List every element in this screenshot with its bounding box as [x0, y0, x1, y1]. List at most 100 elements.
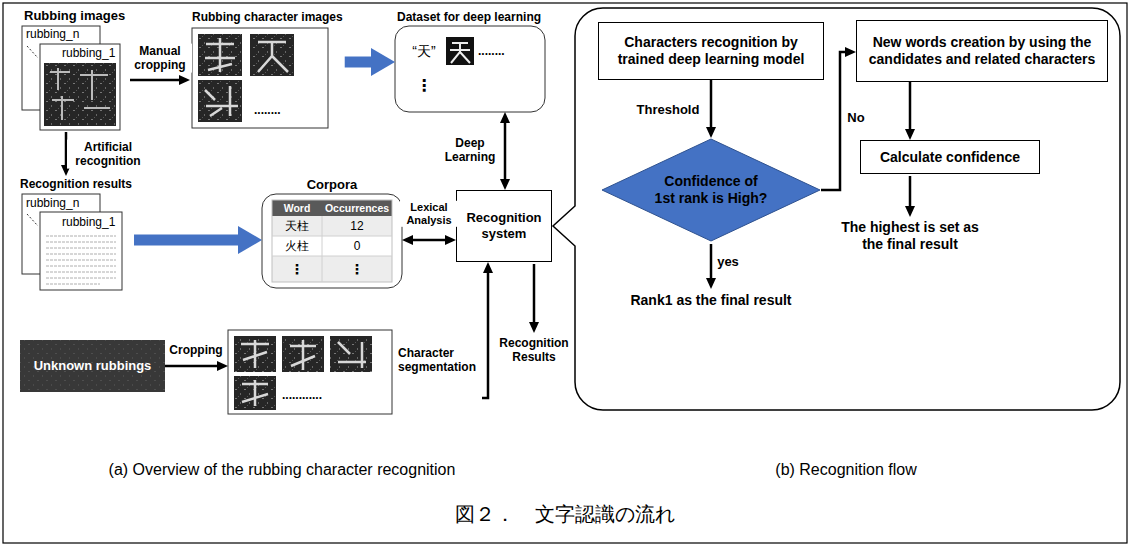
connector-arrow: [710, 80, 713, 127]
rubbing-picture: [20, 340, 165, 392]
edge-label: Manual cropping: [128, 44, 192, 73]
document-stack: Rubbing images rubbing_n rubbing_1: [18, 8, 130, 132]
document-name: rubbing_n: [26, 196, 79, 210]
table-header-cell: Word: [284, 202, 311, 215]
stack-heading: Rubbing images: [24, 8, 125, 24]
table-header: [272, 200, 392, 216]
character-label: “天”: [412, 43, 435, 60]
character-picture: [234, 376, 276, 410]
table-cell: 0: [354, 239, 361, 253]
table-border: [272, 200, 392, 282]
block-arrow: [134, 235, 238, 246]
character-picture: [282, 336, 324, 372]
output-arrow: [533, 264, 536, 322]
process-box: Calculate confidence: [860, 140, 1040, 174]
table-header-cell: Occurrences: [325, 202, 389, 215]
character-picture: [330, 336, 372, 372]
ellipsis: ........: [478, 44, 505, 58]
character-picture: [198, 80, 242, 122]
result-text: Rank1 as the final result: [630, 292, 791, 309]
card-heading: Character segmentation: [398, 346, 480, 375]
character-strokes: [241, 340, 269, 368]
document-name: rubbing_1: [62, 46, 115, 60]
connector-arrow: [482, 273, 488, 398]
process-box: Recognition system: [456, 190, 552, 262]
node-text: Calculate confidence: [869, 149, 1031, 166]
ellipsis: ............: [282, 388, 322, 402]
document-name: rubbing_1: [62, 215, 115, 229]
result-text: The highest is set as the final result: [840, 219, 980, 253]
corpus-table: CorporaWord Occurrences 天柱 12 火柱 0 ⋮ ⋮: [262, 176, 402, 288]
table-cell: 12: [350, 219, 363, 233]
callout-bubble: [553, 8, 1120, 410]
card-heading: Rubbing character images: [192, 10, 343, 24]
node-text: Unknown rubbings: [28, 358, 157, 374]
corpora-outline: [262, 194, 402, 288]
edge-label: No: [845, 110, 866, 126]
process-box: New words creation by using the candidat…: [856, 20, 1108, 82]
image-card: [192, 28, 328, 128]
connector-arrow: [413, 239, 445, 242]
character-strokes: [450, 43, 470, 63]
image-box: Unknown rubbings: [20, 340, 165, 392]
document-card: [40, 44, 120, 130]
edge-label: Cropping: [167, 343, 224, 357]
decision-diamond-shape: [602, 139, 820, 241]
edge-label: Deep Learning: [439, 136, 501, 165]
stack-heading: Recognition results: [20, 177, 132, 191]
branch-label: yes: [717, 254, 739, 270]
dataset-box: Dataset for deep learning “天”........ ⋮: [395, 8, 545, 112]
image-card: Rubbing character images........: [190, 8, 345, 132]
subfigure-caption: (a) Overview of the rubbing character re…: [109, 460, 456, 479]
figure-frame: [3, 3, 1127, 543]
character-strokes: [205, 86, 238, 116]
box-heading: Corpora: [307, 177, 358, 193]
connector-arrow: [130, 79, 179, 82]
node-text: New words creation by using the candidat…: [865, 34, 1099, 68]
text-lines: [46, 236, 116, 284]
node-text: Recognition system: [465, 210, 543, 241]
decision-diamond: Confidence of 1st rank is High?: [601, 138, 821, 242]
table-cell: ⋮: [290, 261, 304, 278]
output-text: Recognition Results: [492, 336, 576, 365]
table-row: [272, 236, 392, 256]
box-heading: Dataset for deep learning: [397, 10, 541, 24]
character-strokes: [290, 340, 316, 370]
edge-label: Artificial recognition: [67, 140, 149, 169]
ellipsis: ........: [254, 103, 281, 117]
block-arrow: [345, 57, 371, 68]
rubbing-picture: [44, 63, 116, 126]
edge-label: Threshold: [635, 102, 702, 118]
dataset-outline: [395, 26, 545, 112]
connector-arrow: [821, 52, 845, 190]
image-card: [228, 330, 392, 414]
document-name: rubbing_n: [26, 27, 79, 41]
table-cell: ⋮: [350, 261, 364, 278]
table-row: [272, 216, 392, 236]
flow-arrow: [710, 244, 713, 278]
character-picture: [234, 336, 276, 372]
document-card: [40, 212, 122, 290]
table-row: [272, 256, 392, 282]
stack-dots: [27, 46, 38, 58]
connector-arrow: [165, 365, 217, 368]
node-text: Confidence of 1st rank is High?: [654, 173, 769, 207]
character-strokes: [338, 342, 366, 368]
flow-arrow: [909, 176, 912, 206]
table-cell: 天柱: [285, 219, 309, 233]
character-strokes: [242, 380, 268, 406]
stack-dots: [27, 214, 38, 226]
character-picture: [198, 34, 242, 76]
character-strokes: [205, 38, 235, 72]
image-card: Character segmentation............: [228, 330, 482, 414]
document-stack: Recognition results rubbing_n rubbing_1: [18, 176, 134, 290]
figure-caption: 図２． 文字認識の流れ: [455, 502, 675, 526]
table-grid: [272, 216, 392, 282]
character-strokes: [258, 42, 288, 72]
character-picture: [250, 34, 294, 76]
rubbing-strokes: [50, 68, 110, 120]
vertical-ellipsis: ⋮: [416, 76, 432, 95]
table-cell: 火柱: [285, 239, 309, 253]
